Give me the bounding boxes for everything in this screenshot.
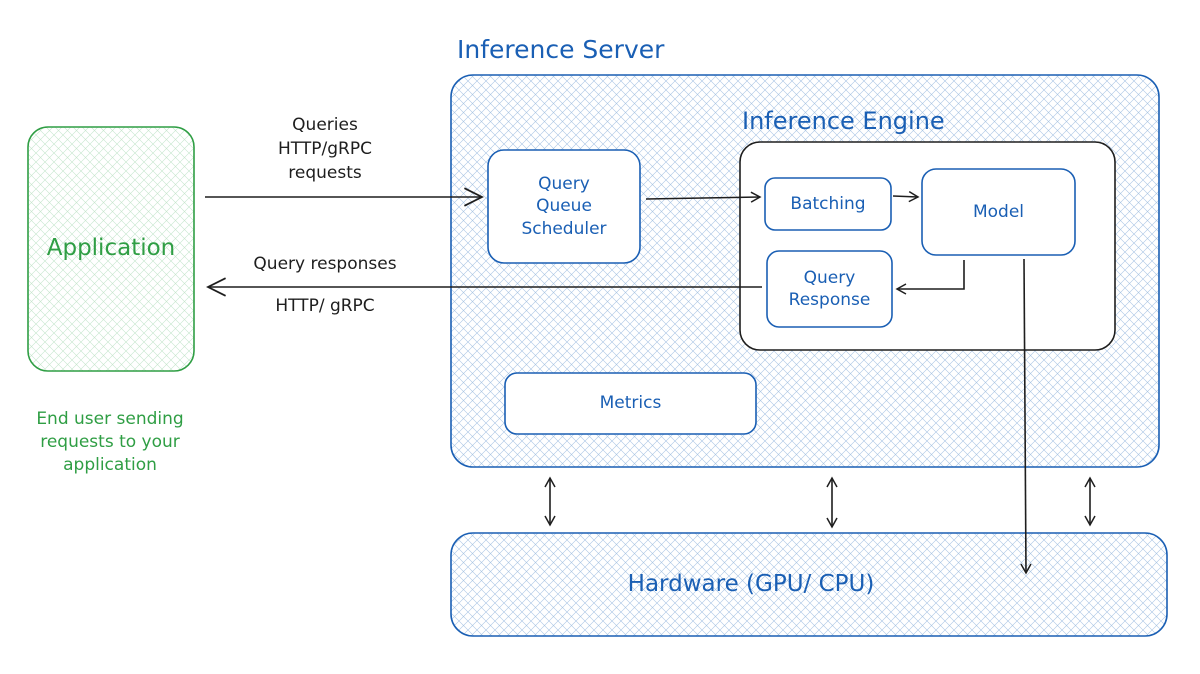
model-label: Model bbox=[972, 201, 1025, 222]
batching-label: Batching bbox=[790, 193, 866, 214]
responses-edge-label: Query responses bbox=[253, 254, 397, 274]
queue-scheduler-label: Query Queue Scheduler bbox=[521, 174, 607, 239]
queries-edge-label: Queries HTTP/gRPC requests bbox=[278, 115, 372, 183]
application-caption: End user sending requests to your applic… bbox=[36, 409, 184, 475]
arrow-scheduler-to-batching bbox=[645, 191, 762, 203]
application-label: Application bbox=[46, 235, 176, 262]
queue-scheduler-box bbox=[487, 149, 641, 264]
query-response-label: Query Response bbox=[788, 267, 871, 310]
model-box bbox=[921, 168, 1076, 256]
arrow-model-to-hardware bbox=[1020, 258, 1032, 575]
hardware-label: Hardware (GPU/ CPU) bbox=[627, 570, 875, 597]
metrics-box bbox=[504, 372, 757, 435]
application-box bbox=[27, 126, 195, 372]
batching-box bbox=[764, 177, 892, 231]
query-response-box bbox=[766, 250, 893, 328]
arrow-model-to-response bbox=[895, 260, 965, 295]
hardware-box bbox=[450, 532, 1168, 637]
arrow-batching-to-model bbox=[892, 191, 920, 203]
inference-engine-title: Inference Engine bbox=[742, 107, 945, 135]
metrics-label: Metrics bbox=[599, 393, 662, 414]
responses-protocol-label: HTTP/ gRPC bbox=[275, 296, 375, 316]
inference-server-title: Inference Server bbox=[457, 35, 665, 64]
